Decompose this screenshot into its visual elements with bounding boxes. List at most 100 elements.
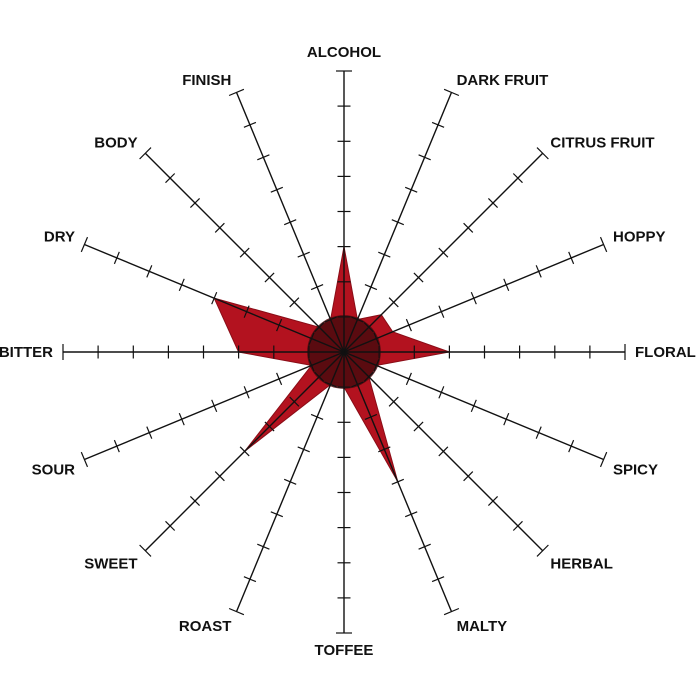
tick-body-6 [189, 197, 201, 209]
tick-sour-5 [178, 412, 185, 426]
tick-dark-fruit-4 [391, 219, 405, 226]
tick-herbal-7 [512, 520, 523, 531]
tick-hoppy-7 [568, 251, 575, 265]
tick-hoppy-3 [438, 305, 445, 318]
tick-spicy-2 [405, 372, 412, 386]
tick-body-8 [139, 147, 152, 160]
tick-dry-8 [80, 236, 89, 253]
tick-dry-7 [113, 251, 120, 265]
tick-body-5 [214, 222, 225, 233]
tick-sweet-4 [239, 446, 250, 457]
axis-label-finish: FINISH [182, 72, 231, 89]
tick-citrus-fruit-4 [438, 247, 449, 258]
tick-dry-4 [211, 291, 218, 305]
tick-malty-4 [391, 478, 405, 485]
tick-dark-fruit-6 [418, 154, 431, 161]
tick-malty-7 [431, 576, 445, 583]
tick-roast-4 [283, 478, 297, 485]
tick-dark-fruit-7 [431, 121, 445, 128]
axis-label-dark-fruit: DARK FRUIT [457, 72, 549, 89]
axis-label-spicy: SPICY [613, 462, 658, 479]
tick-sour-8 [80, 451, 89, 468]
tick-roast-5 [270, 511, 284, 518]
tick-malty-3 [378, 446, 391, 453]
tick-citrus-fruit-2 [388, 297, 399, 308]
tick-finish-1 [324, 316, 337, 323]
tick-spicy-5 [503, 412, 510, 426]
tick-finish-3 [297, 251, 310, 258]
tick-sour-2 [276, 372, 283, 386]
tick-citrus-fruit-6 [487, 197, 499, 209]
axis-label-sweet: SWEET [84, 555, 137, 572]
tick-citrus-fruit-1 [363, 322, 374, 333]
axis-label-dry: DRY [44, 228, 75, 245]
tick-spicy-6 [535, 426, 542, 439]
tick-sour-7 [113, 439, 120, 453]
tick-spicy-4 [470, 399, 477, 413]
axis-label-bitter: BITTER [0, 344, 53, 361]
tick-herbal-5 [463, 471, 474, 482]
tick-herbal-3 [413, 421, 424, 432]
tick-dry-1 [308, 332, 315, 345]
axis-label-toffee: TOFFEE [315, 642, 374, 659]
axis-label-roast: ROAST [179, 618, 232, 635]
tick-finish-8 [228, 88, 245, 97]
tick-malty-1 [351, 381, 364, 388]
tick-sour-3 [243, 386, 250, 399]
tick-malty-5 [404, 511, 418, 518]
tick-body-7 [165, 173, 176, 184]
tick-finish-5 [270, 186, 284, 193]
tick-roast-8 [228, 607, 245, 616]
axis-label-herbal: HERBAL [550, 555, 613, 572]
axis-label-body: BODY [94, 135, 137, 152]
tick-dark-fruit-2 [364, 284, 378, 291]
tick-finish-7 [243, 121, 257, 128]
tick-hoppy-1 [373, 332, 380, 345]
tick-sweet-1 [314, 371, 325, 382]
tick-sour-4 [211, 399, 218, 413]
tick-sweet-8 [139, 544, 152, 557]
tick-dark-fruit-1 [351, 316, 364, 323]
tick-hoppy-5 [503, 278, 510, 292]
tick-dark-fruit-5 [404, 186, 418, 193]
axis-layer [62, 70, 626, 634]
tick-dark-fruit-3 [378, 251, 391, 258]
tick-roast-2 [310, 413, 324, 420]
tick-herbal-8 [536, 544, 549, 557]
tick-herbal-1 [363, 371, 374, 382]
tick-spicy-1 [373, 359, 380, 372]
axis-label-sour: SOUR [32, 462, 76, 479]
tick-herbal-6 [487, 495, 499, 507]
tick-citrus-fruit-5 [463, 222, 474, 233]
tick-citrus-fruit-3 [413, 272, 424, 283]
tick-sour-6 [146, 426, 153, 439]
tick-body-2 [289, 297, 300, 308]
tick-sweet-3 [264, 421, 275, 432]
tick-roast-3 [297, 446, 310, 453]
tick-hoppy-8 [599, 236, 608, 253]
tick-roast-7 [243, 576, 257, 583]
tick-malty-8 [443, 607, 460, 616]
tick-hoppy-6 [535, 265, 542, 278]
tick-roast-6 [257, 543, 270, 550]
tick-finish-2 [310, 284, 324, 291]
tick-citrus-fruit-8 [536, 147, 549, 160]
tick-body-3 [264, 272, 275, 283]
tick-herbal-4 [438, 446, 449, 457]
tick-finish-6 [257, 154, 270, 161]
axis-label-malty: MALTY [457, 618, 508, 635]
tick-sweet-7 [165, 520, 176, 531]
axis-label-citrus-fruit: CITRUS FRUIT [550, 135, 654, 152]
tick-spicy-8 [599, 451, 608, 468]
tick-spicy-7 [568, 439, 575, 453]
tick-malty-6 [418, 543, 431, 550]
tick-dry-6 [146, 265, 153, 278]
tick-sweet-5 [214, 471, 225, 482]
tick-dry-3 [243, 305, 250, 318]
tick-sour-1 [308, 359, 315, 372]
axis-label-alcohol: ALCOHOL [307, 44, 381, 61]
tick-spicy-3 [438, 386, 445, 399]
axis-label-hoppy: HOPPY [613, 228, 666, 245]
